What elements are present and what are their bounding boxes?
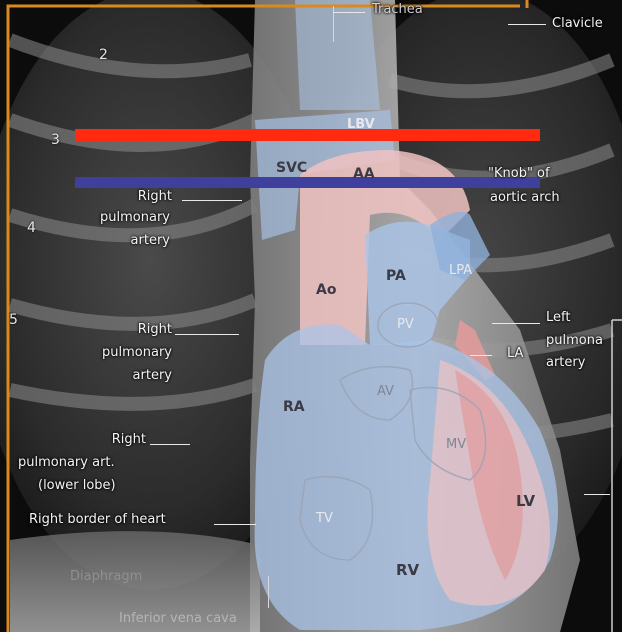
lv-leader [584, 494, 610, 495]
label-svc: SVC [276, 160, 307, 176]
clavicle-leader [508, 24, 546, 25]
red-reference-line [75, 129, 540, 141]
label-aa: AA [353, 166, 375, 182]
right-pa1-leader [182, 200, 242, 201]
right-border-leader [214, 524, 256, 525]
label-av: AV [377, 384, 394, 400]
label-rv: RV [396, 562, 419, 578]
label-lbv: LBV [347, 117, 375, 133]
label-left-pa-l1: Left [546, 310, 570, 326]
label-right-pa3-l3: (lower lobe) [38, 478, 116, 494]
label-clavicle: Clavicle [552, 16, 603, 32]
trachea-region [295, 0, 380, 110]
rib-number-2: 2 [99, 47, 108, 63]
label-lv: LV [516, 493, 535, 509]
label-left-pa-l2: pulmona [546, 333, 603, 349]
label-right-pa1-l2: pulmonary [60, 210, 170, 226]
label-right-pa1-l1: Right [80, 189, 172, 205]
label-left-pa-l3: artery [546, 355, 585, 371]
label-right-pa3-l2: pulmonary art. [18, 455, 115, 471]
rib-number-3: 3 [51, 132, 60, 148]
label-tv: TV [316, 511, 333, 527]
label-ivc: Inferior vena cava [119, 611, 237, 627]
ivc-leader [268, 576, 269, 608]
label-right-pa2-l1: Right [60, 322, 172, 338]
label-ra: RA [283, 399, 305, 415]
label-right-pa3-l1: Right [60, 432, 146, 448]
label-right-pa1-l3: artery [60, 233, 170, 249]
label-la: LA [507, 346, 523, 362]
label-trachea: Trachea [372, 2, 423, 18]
rib-number-4: 4 [27, 220, 36, 236]
trachea-leader-h [333, 12, 365, 13]
label-lpa: LPA [449, 263, 472, 279]
label-pa: PA [386, 268, 406, 284]
la-leader [470, 355, 492, 356]
label-pv: PV [397, 317, 414, 333]
label-diaphragm: Diaphragm [70, 569, 142, 585]
label-knob-2: aortic arch [490, 190, 560, 206]
right-pa2-leader [175, 334, 239, 335]
blue-reference-line [75, 177, 540, 188]
label-ao: Ao [316, 282, 336, 298]
rib-number-5: 5 [9, 312, 18, 328]
left-pa-leader [492, 323, 540, 324]
label-right-pa2-l3: artery [60, 368, 172, 384]
right-pa3-leader [150, 444, 190, 445]
label-knob-1: "Knob" of [488, 166, 550, 182]
label-mv: MV [446, 437, 466, 453]
label-right-border: Right border of heart [29, 512, 166, 528]
label-right-pa2-l2: pulmonary [60, 345, 172, 361]
